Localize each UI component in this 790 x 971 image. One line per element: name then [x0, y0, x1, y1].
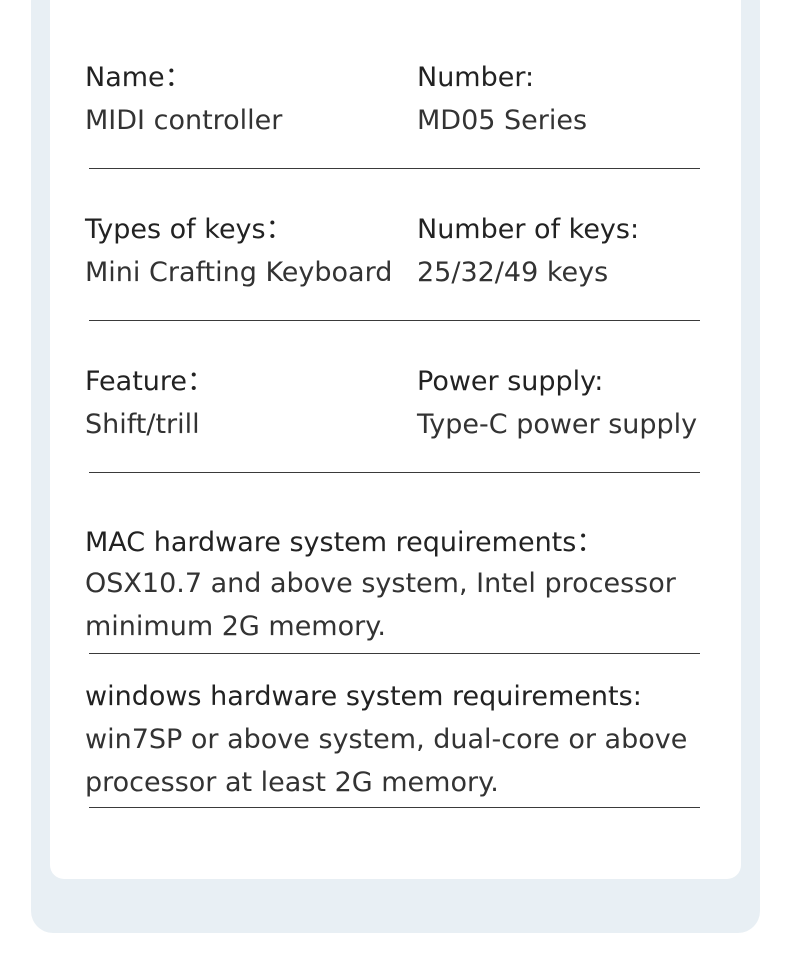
number-of-keys-value: 25/32/49 keys [417, 257, 609, 288]
windows-requirements-text: win7SP or above system, dual-core or abo… [85, 718, 705, 804]
mac-requirements-text: OSX10.7 and above system, Intel processo… [85, 562, 705, 648]
number-of-keys-label: Number of keys: [417, 214, 640, 245]
divider [89, 653, 700, 654]
divider [89, 472, 700, 473]
windows-requirements-line: win7SP or above system, dual-core or abo… [85, 724, 688, 755]
types-of-keys-value: Mini Crafting Keyboard [85, 257, 393, 288]
windows-requirements-line: processor at least 2G memory. [85, 767, 499, 798]
name-label: Name： [85, 62, 192, 93]
divider [89, 320, 700, 321]
spec-card [50, 0, 741, 879]
windows-requirements-label: windows hardware system requirements: [85, 681, 642, 712]
divider [89, 168, 700, 169]
number-value: MD05 Series [417, 105, 588, 136]
number-label: Number: [417, 62, 535, 93]
name-value: MIDI controller [85, 105, 283, 136]
power-supply-label: Power supply: [417, 366, 604, 397]
mac-requirements-line: minimum 2G memory. [85, 611, 386, 642]
power-supply-value: Type-C power supply [417, 409, 698, 440]
types-of-keys-label: Types of keys： [85, 214, 293, 245]
divider [89, 807, 700, 808]
mac-requirements-line: OSX10.7 and above system, Intel processo… [85, 568, 676, 599]
mac-requirements-label: MAC hardware system requirements： [85, 527, 604, 558]
feature-label: Feature： [85, 366, 215, 397]
feature-value: Shift/trill [85, 409, 200, 440]
